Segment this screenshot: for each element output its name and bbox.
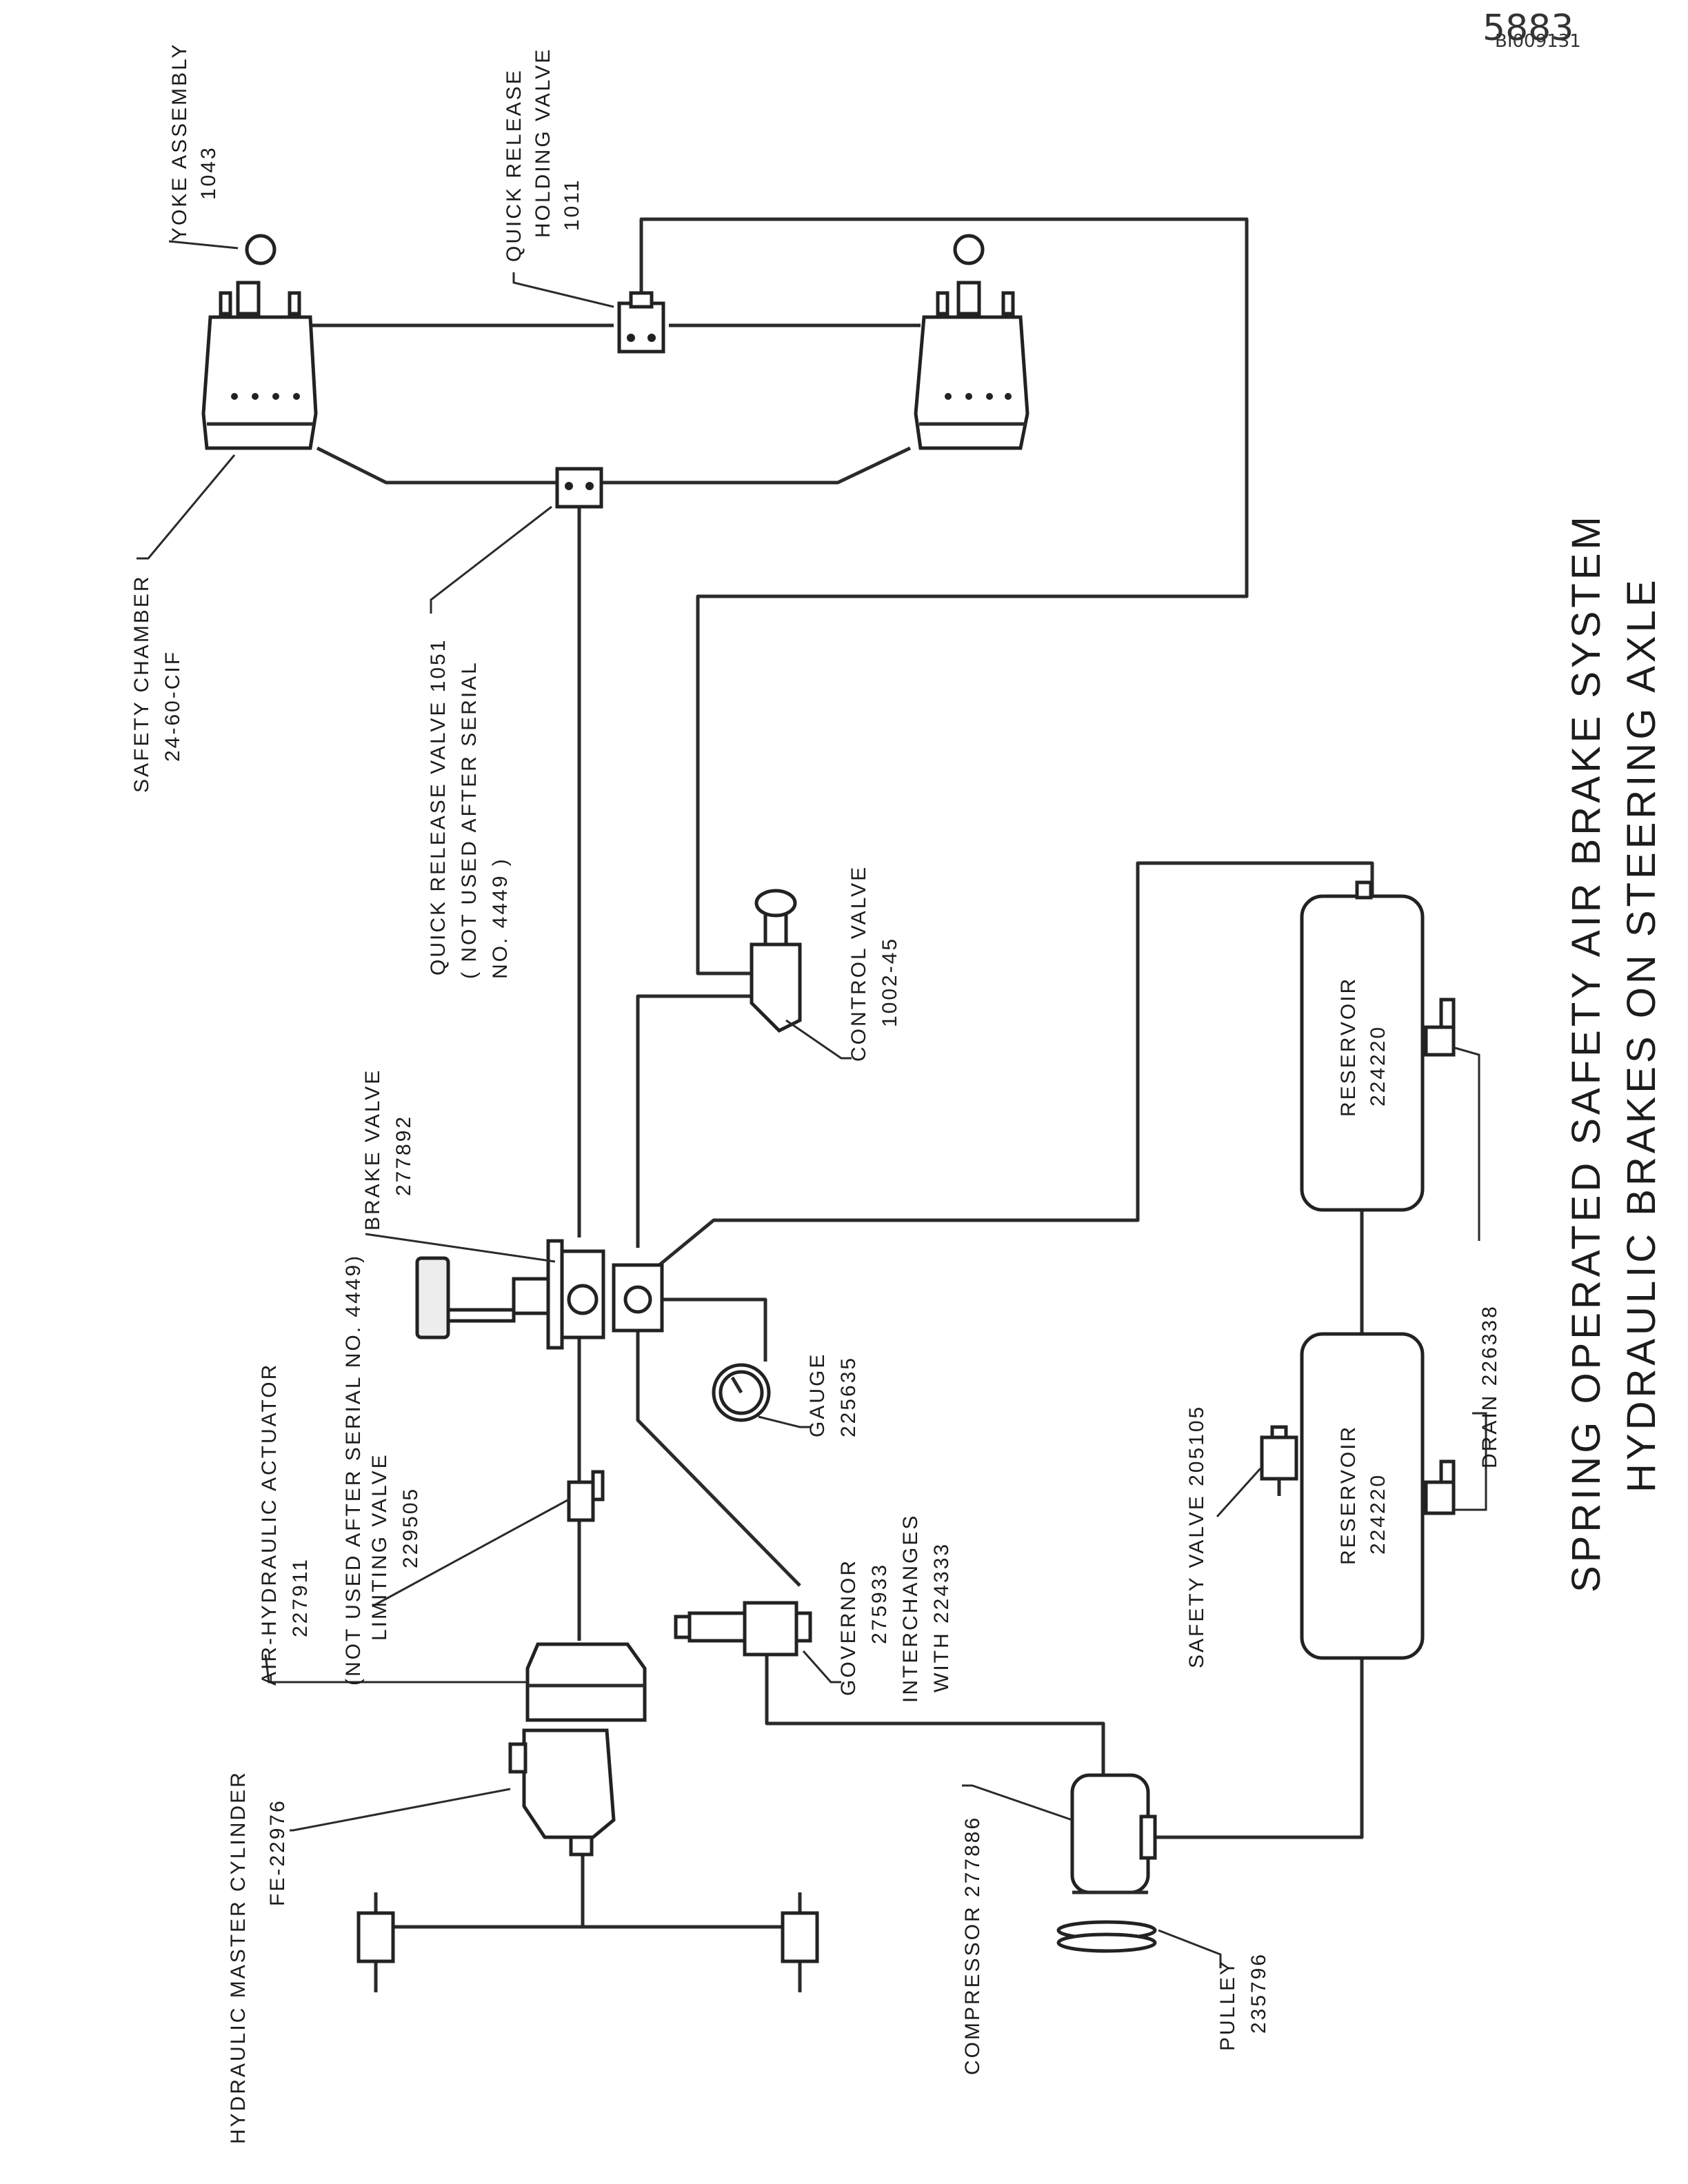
compressor-label: COMPRESSOR 277886 — [961, 1816, 984, 2075]
svg-text:227911: 227911 — [289, 1557, 312, 1637]
svg-text:235796: 235796 — [1247, 1952, 1270, 2034]
svg-text:( NOT USED AFTER SERIAL: ( NOT USED AFTER SERIAL — [458, 660, 481, 979]
svg-text:RESERVOIR: RESERVOIR — [1337, 1425, 1360, 1565]
hydraulic-master-cylinder-label: HYDRAULIC MASTER CYLINDER FE-22976 — [227, 1770, 289, 2144]
limiting-valve — [567, 1470, 605, 1522]
control-valve-label: CONTROL VALVE 1002-45 — [847, 865, 901, 1062]
svg-text:1043: 1043 — [197, 145, 220, 200]
governor — [674, 1601, 812, 1657]
reservoir-2 — [1300, 1332, 1456, 1660]
svg-text:24-60-CIF: 24-60-CIF — [161, 650, 184, 762]
quick-release-valve-label: QUICK RELEASE VALVE 1051 ( NOT USED AFTE… — [427, 638, 512, 979]
quick-release-holding-valve — [617, 291, 665, 354]
svg-text:WITH 224333: WITH 224333 — [930, 1542, 953, 1692]
svg-text:CONTROL VALVE: CONTROL VALVE — [847, 865, 870, 1062]
svg-text:PULLEY: PULLEY — [1216, 1959, 1239, 2051]
safety-chamber-label: SAFETY CHAMBER 24-60-CIF — [130, 575, 184, 793]
svg-text:INTERCHANGES: INTERCHANGES — [899, 1514, 922, 1703]
governor-label: GOVERNOR 275933 INTERCHANGES WITH 224333 — [837, 1514, 953, 1703]
svg-text:277892: 277892 — [392, 1115, 415, 1196]
air-hydraulic-actuator — [525, 1642, 647, 1722]
page-number: 5883 — [1483, 8, 1574, 49]
leader-lines — [137, 240, 1487, 1968]
pulley — [1056, 1920, 1157, 1953]
drain-label: DRAIN 226338 — [1478, 1304, 1501, 1468]
svg-text:GAUGE: GAUGE — [806, 1353, 829, 1437]
compressor — [1070, 1773, 1157, 1894]
svg-text:QUICK RELEASE VALVE 1051: QUICK RELEASE VALVE 1051 — [427, 638, 450, 975]
svg-text:BRAKE VALVE: BRAKE VALVE — [361, 1069, 384, 1231]
svg-text:1002-45: 1002-45 — [878, 937, 901, 1027]
svg-text:QUICK RELEASE: QUICK RELEASE — [503, 68, 525, 262]
svg-text:SAFETY VALVE 205105: SAFETY VALVE 205105 — [1185, 1405, 1208, 1668]
air-hydraulic-actuator-label: AIR-HYDRAULIC ACTUATOR 227911 — [258, 1363, 312, 1686]
svg-text:YOKE ASSEMBLY: YOKE ASSEMBLY — [168, 42, 191, 241]
safety-chamber-left — [201, 234, 318, 450]
svg-text:LIMITING VALVE: LIMITING VALVE — [368, 1453, 391, 1641]
not-used-serial-label: (NOT USED AFTER SERIAL NO. 4449) — [342, 1254, 365, 1686]
control-valve — [750, 889, 802, 1033]
quick-release-valve — [555, 467, 603, 509]
gauge-label: GAUGE 225635 — [806, 1353, 860, 1437]
svg-text:RESERVOIR: RESERVOIR — [1337, 977, 1360, 1117]
svg-text:(NOT USED AFTER SERIAL NO.: (NOT USED AFTER SERIAL NO. 4449) — [342, 1254, 365, 1686]
svg-text:224220: 224220 — [1367, 1473, 1389, 1555]
quick-release-holding-valve-label: QUICK RELEASE HOLDING VALVE 1011 — [503, 48, 583, 262]
drawing-id: BI009131 — [1495, 31, 1581, 52]
svg-text:HYDRAULIC MASTER CYLINDER: HYDRAULIC MASTER CYLINDER — [227, 1770, 250, 2144]
svg-text:AIR-HYDRAULIC ACTUATOR: AIR-HYDRAULIC ACTUATOR — [258, 1363, 281, 1686]
safety-chamber-right — [914, 234, 1029, 450]
limiting-valve-label: LIMITING VALVE 229505 — [368, 1453, 422, 1641]
brake-valve-label: BRAKE VALVE 277892 — [361, 1069, 415, 1231]
svg-text:DRAIN 226338: DRAIN 226338 — [1478, 1304, 1501, 1468]
svg-text:1011: 1011 — [561, 178, 583, 231]
svg-text:225635: 225635 — [837, 1356, 860, 1437]
yoke-assembly-label: YOKE ASSEMBLY 1043 — [168, 42, 220, 241]
air-lines — [310, 217, 1374, 1929]
diagram-title: SPRING OPERATED SAFETY AIR BRAKE SYSTEM … — [1564, 513, 1664, 1593]
brake-valve — [415, 1239, 664, 1350]
svg-text:FE-22976: FE-22976 — [266, 1799, 289, 1906]
svg-text:SAFETY CHAMBER: SAFETY CHAMBER — [130, 575, 153, 793]
safety-valve — [1260, 1425, 1298, 1496]
reservoir-1 — [1300, 880, 1456, 1212]
reservoir-2-label: RESERVOIR 224220 — [1337, 1425, 1389, 1565]
wheel-cylinder-right — [781, 1892, 819, 1992]
hydraulic-master-cylinder — [508, 1728, 616, 1857]
svg-text:HOLDING VALVE: HOLDING VALVE — [532, 48, 554, 238]
safety-valve-label: SAFETY VALVE 205105 — [1185, 1405, 1208, 1668]
svg-text:224220: 224220 — [1367, 1025, 1389, 1106]
svg-text:NO. 4449 ): NO. 4449 ) — [489, 857, 512, 979]
svg-text:SPRING OPERATED SAFETY AIR BRA: SPRING OPERATED SAFETY AIR BRAKE SYSTEM — [1564, 513, 1609, 1593]
pulley-label: PULLEY 235796 — [1216, 1952, 1270, 2051]
reservoir-1-label: RESERVOIR 224220 — [1337, 977, 1389, 1117]
svg-text:HYDRAULIC BRAKES ON STEERING A: HYDRAULIC BRAKES ON STEERING AXLE — [1619, 576, 1664, 1493]
wheel-cylinder-left — [356, 1892, 395, 1992]
svg-text:COMPRESSOR 277886: COMPRESSOR 277886 — [961, 1816, 984, 2075]
svg-text:229505: 229505 — [399, 1487, 422, 1568]
svg-text:275933: 275933 — [868, 1563, 891, 1644]
gauge — [712, 1363, 771, 1422]
svg-text:GOVERNOR: GOVERNOR — [837, 1559, 860, 1696]
